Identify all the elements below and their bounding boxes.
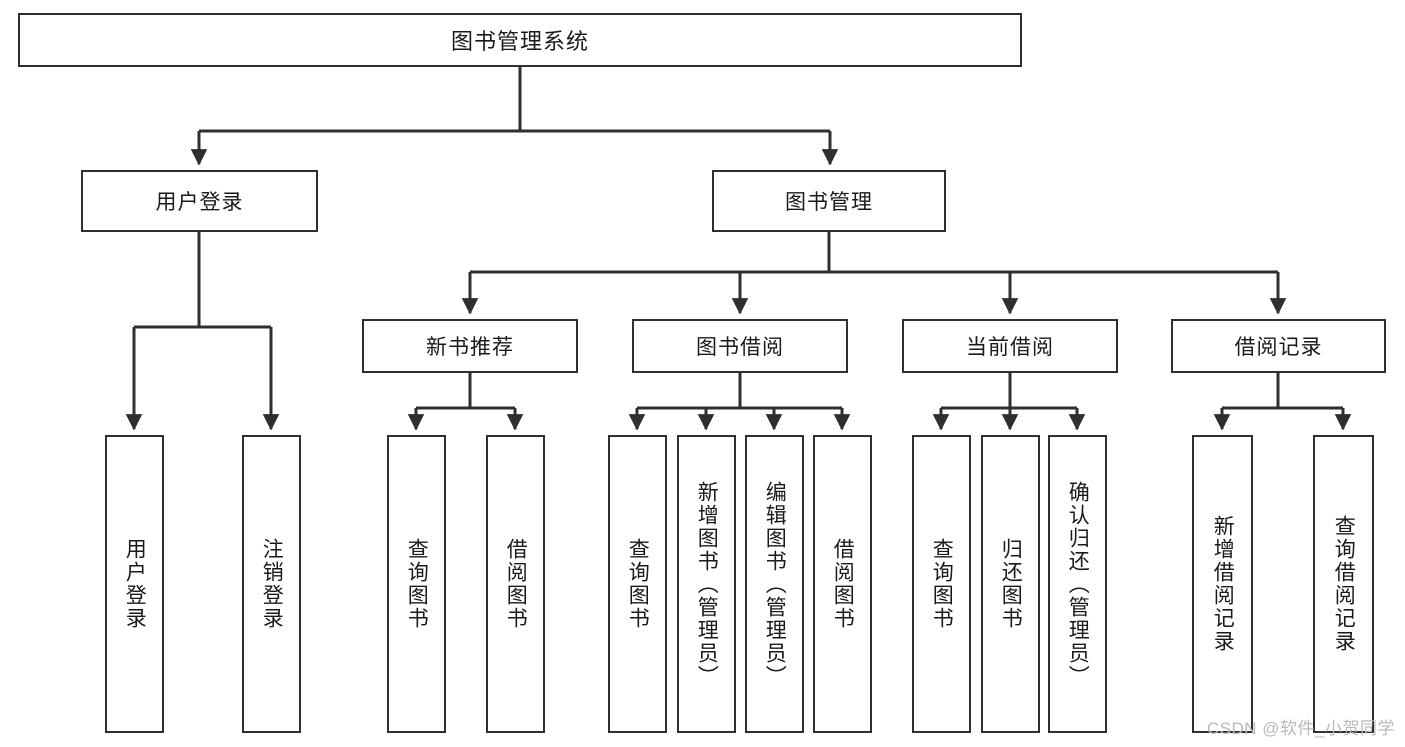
node-label: 借阅记录 bbox=[1234, 336, 1323, 359]
node-label: 新书推荐 bbox=[426, 336, 514, 359]
node-borrow-record[interactable]: 借阅记录 bbox=[1171, 319, 1386, 373]
node-label: 用户登录 bbox=[123, 538, 147, 630]
csdn-watermark: CSDN @软件_小贺同学 bbox=[1206, 719, 1395, 738]
edge-group-root bbox=[190, 67, 839, 166]
edge-group-user-login bbox=[125, 232, 280, 431]
node-label: 图书管理系统 bbox=[450, 29, 589, 54]
node-leaf-add-borrow-record[interactable]: 新增借阅记录 bbox=[1192, 435, 1253, 733]
node-label: 新增借阅记录 bbox=[1211, 515, 1235, 653]
node-label: 归还图书 bbox=[999, 538, 1023, 630]
node-leaf-add-book[interactable]: 新增图书（管理员） bbox=[677, 435, 736, 733]
node-new-book-recommend[interactable]: 新书推荐 bbox=[362, 319, 578, 373]
edge-group-book-manage bbox=[461, 232, 1287, 315]
node-label: 查询借阅记录 bbox=[1332, 515, 1356, 653]
node-current-borrow[interactable]: 当前借阅 bbox=[902, 319, 1118, 373]
node-label: 编辑图书（管理员） bbox=[763, 480, 787, 688]
node-book-manage[interactable]: 图书管理 bbox=[712, 170, 946, 232]
edge-group-borrow-record bbox=[1213, 373, 1352, 431]
node-label: 查询图书 bbox=[405, 538, 429, 630]
node-label: 用户登录 bbox=[155, 191, 244, 214]
edge-group-current-borrow bbox=[932, 373, 1086, 431]
node-label: 查询图书 bbox=[930, 538, 954, 630]
node-label: 借阅图书 bbox=[504, 538, 528, 630]
node-label: 图书借阅 bbox=[696, 336, 784, 359]
node-user-login[interactable]: 用户登录 bbox=[81, 170, 318, 232]
node-leaf-query-book-1[interactable]: 查询图书 bbox=[387, 435, 446, 733]
node-label: 查询图书 bbox=[626, 538, 650, 630]
node-book-borrow[interactable]: 图书借阅 bbox=[632, 319, 848, 373]
node-leaf-query-book-3[interactable]: 查询图书 bbox=[912, 435, 971, 733]
edge-group-book-borrow bbox=[628, 373, 851, 431]
node-label: 新增图书（管理员） bbox=[695, 480, 719, 688]
node-leaf-borrow-book-1[interactable]: 借阅图书 bbox=[486, 435, 545, 733]
node-leaf-query-book-2[interactable]: 查询图书 bbox=[608, 435, 667, 733]
node-leaf-borrow-book-2[interactable]: 借阅图书 bbox=[813, 435, 872, 733]
node-leaf-confirm-return[interactable]: 确认归还（管理员） bbox=[1048, 435, 1107, 733]
node-leaf-user-login[interactable]: 用户登录 bbox=[105, 435, 164, 733]
node-root-book-management-system[interactable]: 图书管理系统 bbox=[18, 13, 1022, 67]
node-leaf-return-book[interactable]: 归还图书 bbox=[981, 435, 1040, 733]
node-leaf-edit-book[interactable]: 编辑图书（管理员） bbox=[745, 435, 804, 733]
node-label: 图书管理 bbox=[785, 191, 873, 214]
node-leaf-query-borrow-record[interactable]: 查询借阅记录 bbox=[1313, 435, 1374, 733]
node-label: 借阅图书 bbox=[831, 538, 855, 630]
node-label: 注销登录 bbox=[260, 538, 284, 630]
node-label: 当前借阅 bbox=[966, 336, 1054, 359]
node-label: 确认归还（管理员） bbox=[1066, 480, 1090, 688]
node-leaf-user-logout[interactable]: 注销登录 bbox=[242, 435, 301, 733]
edge-group-new-book-recommend bbox=[407, 373, 524, 431]
